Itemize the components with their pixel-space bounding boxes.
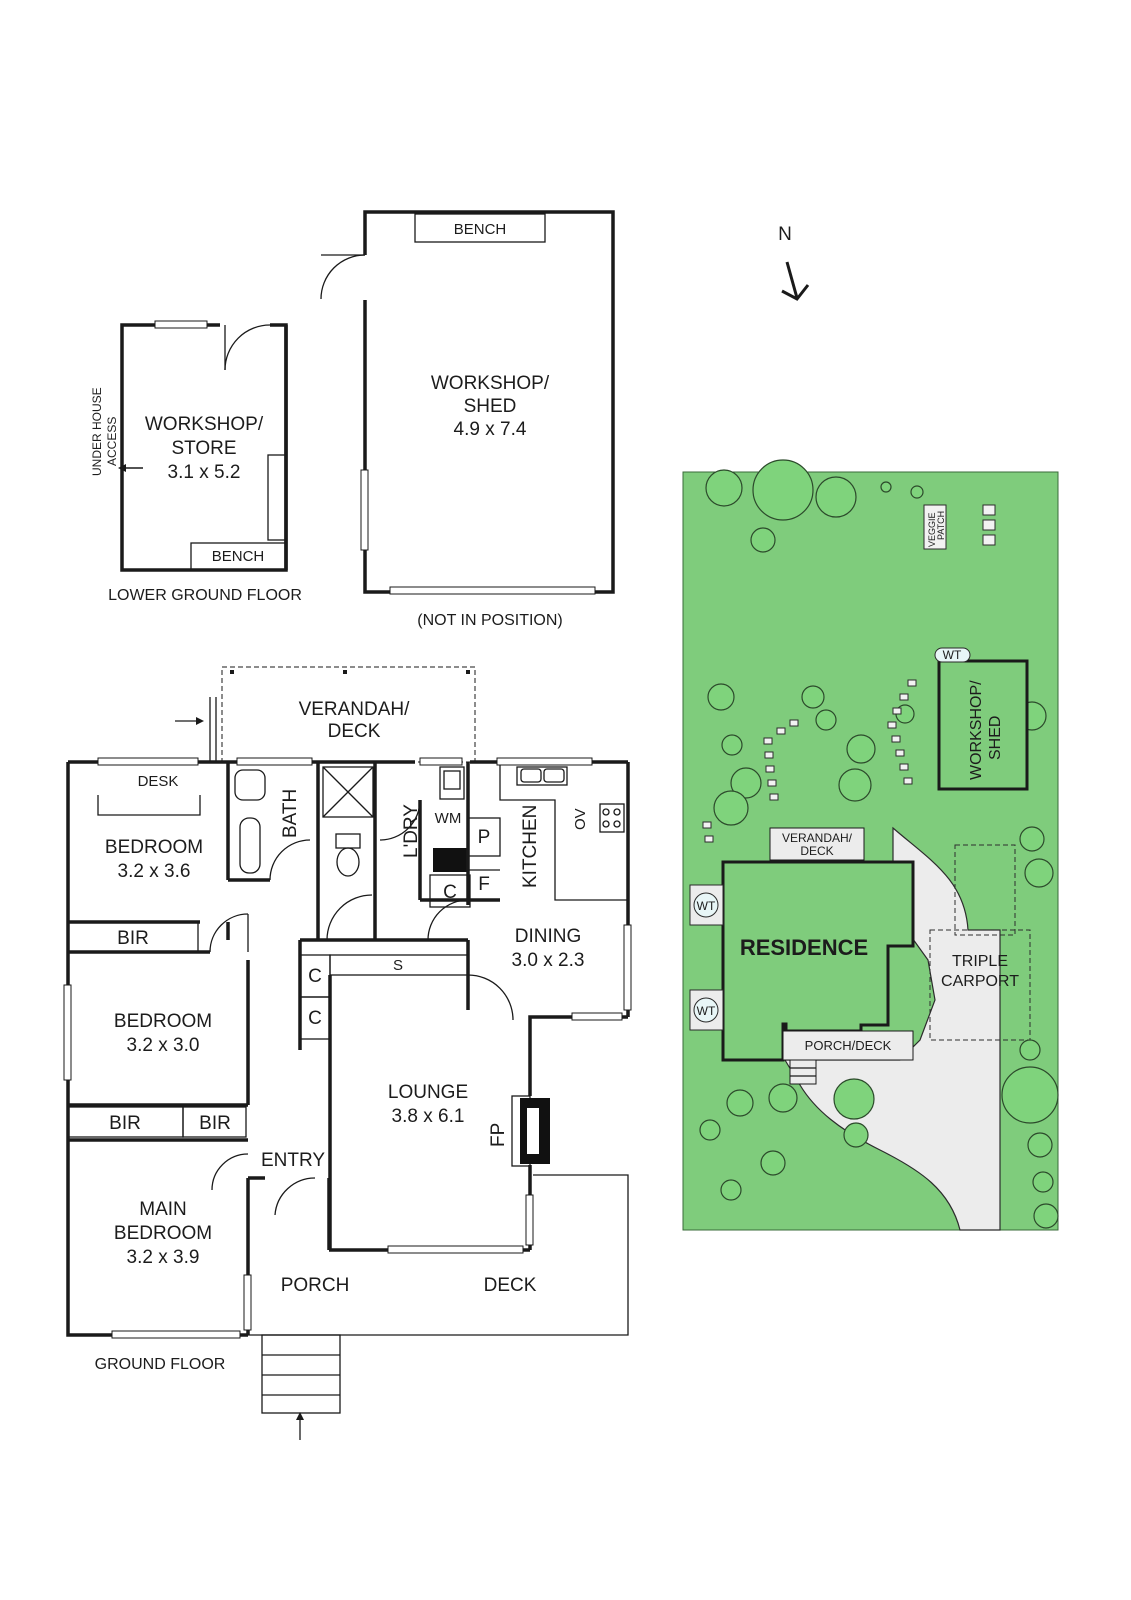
front-entry-arrow-icon [296,1412,304,1440]
stepping-stones [702,679,917,843]
site-verandah-label-line2: DECK [800,844,833,858]
carport-label-line1: TRIPLE [952,953,1008,970]
oven-label: OV [572,808,589,830]
bir2-label: BIR [109,1113,141,1134]
verandah-entry-arrow-icon [175,717,204,725]
site-plan: VEGGIE PATCH WORKSHOP/ SHED WT VERANDAH/… [682,459,1059,1231]
porch-label: PORCH [281,1275,350,1296]
site-porch-label: PORCH/DECK [805,1038,892,1053]
front-steps [261,1334,341,1414]
cupboard2-label: C [308,1008,322,1029]
site-trees [699,459,1059,1229]
shed-dimensions: 4.9 x 7.4 [454,419,527,440]
main-bedroom-label-line2: BEDROOM [114,1223,212,1244]
shed-position-note: (NOT IN POSITION) [417,612,562,629]
site-shed-label-line1: WORKSHOP/ [968,680,985,780]
main-bedroom-dimensions: 3.2 x 3.9 [127,1247,200,1268]
access-arrow-icon [118,464,143,472]
bedroom2-dimensions: 3.2 x 3.0 [127,1035,200,1056]
ground-floor-plan: VERANDAH/ DECK DESK BEDROOM 3.2 [63,666,632,1440]
store-dimensions: 3.1 x 5.2 [168,462,241,483]
verandah-label-line2: DECK [328,721,381,742]
residence-label: RESIDENCE [740,935,868,960]
north-compass: N [778,224,810,301]
fireplace-label: FP [488,1123,509,1147]
entry-label: ENTRY [261,1150,325,1171]
lower-ground-floor: BENCH WORKSHOP/ STORE 3.1 x 5.2 UNDER HO… [90,320,302,604]
pantry-label: P [478,827,491,848]
kitchen-label: KITCHEN [520,805,541,888]
shed-name-line2: SHED [464,396,517,417]
access-label-line1: UNDER HOUSE [90,387,104,476]
shed-name-line1: WORKSHOP/ [431,373,550,394]
access-label-line2: ACCESS [105,417,119,466]
bedroom1-label: BEDROOM [105,837,203,858]
lounge-label: LOUNGE [388,1082,468,1103]
workshop-shed-plan: BENCH WORKSHOP/ SHED 4.9 x 7.4 (NOT IN P… [320,210,615,629]
bir1-label: BIR [117,928,149,949]
site-shed-label-line2: SHED [987,716,1004,760]
desk-label: DESK [138,773,179,790]
bath-label: BATH [280,789,301,838]
water-tank-label-3: WT [697,1004,716,1018]
verandah-label-line1: VERANDAH/ [299,699,411,720]
compass-arrow-icon [781,261,810,301]
storage-s-label: S [393,957,403,974]
bir3-label: BIR [199,1113,231,1134]
fireplace [511,1095,550,1167]
veggie-patch-label-line1: VEGGIE [927,512,937,547]
bedroom1-dimensions: 3.2 x 3.6 [118,861,191,882]
cupboard1-label: C [308,966,322,987]
bedroom2-label: BEDROOM [114,1011,212,1032]
dining-label: DINING [515,926,582,947]
main-bedroom-label-line1: MAIN [139,1199,187,1220]
wm-label: WM [435,810,462,827]
lower-ground-title: LOWER GROUND FLOOR [108,587,302,604]
ground-floor-title: GROUND FLOOR [95,1356,226,1373]
site-verandah-label-line1: VERANDAH/ [782,831,853,845]
ldry-label: L'DRY [401,804,422,858]
compass-north-label: N [778,224,792,245]
veggie-patch-label-line2: PATCH [936,511,946,540]
store-name-line1: WORKSHOP/ [145,414,264,435]
store-bench-label: BENCH [212,548,265,565]
water-tank-label-1: WT [943,648,962,662]
deck-label: DECK [484,1275,537,1296]
fridge-label: F [478,874,490,895]
shed-bench-label: BENCH [454,221,507,238]
dining-dimensions: 3.0 x 2.3 [512,950,585,971]
lounge-dimensions: 3.8 x 6.1 [392,1106,465,1127]
carport-label-line2: CARPORT [941,973,1019,990]
water-tank-label-2: WT [697,899,716,913]
ldry-c-label: C [443,882,457,903]
store-name-line2: STORE [171,438,236,459]
